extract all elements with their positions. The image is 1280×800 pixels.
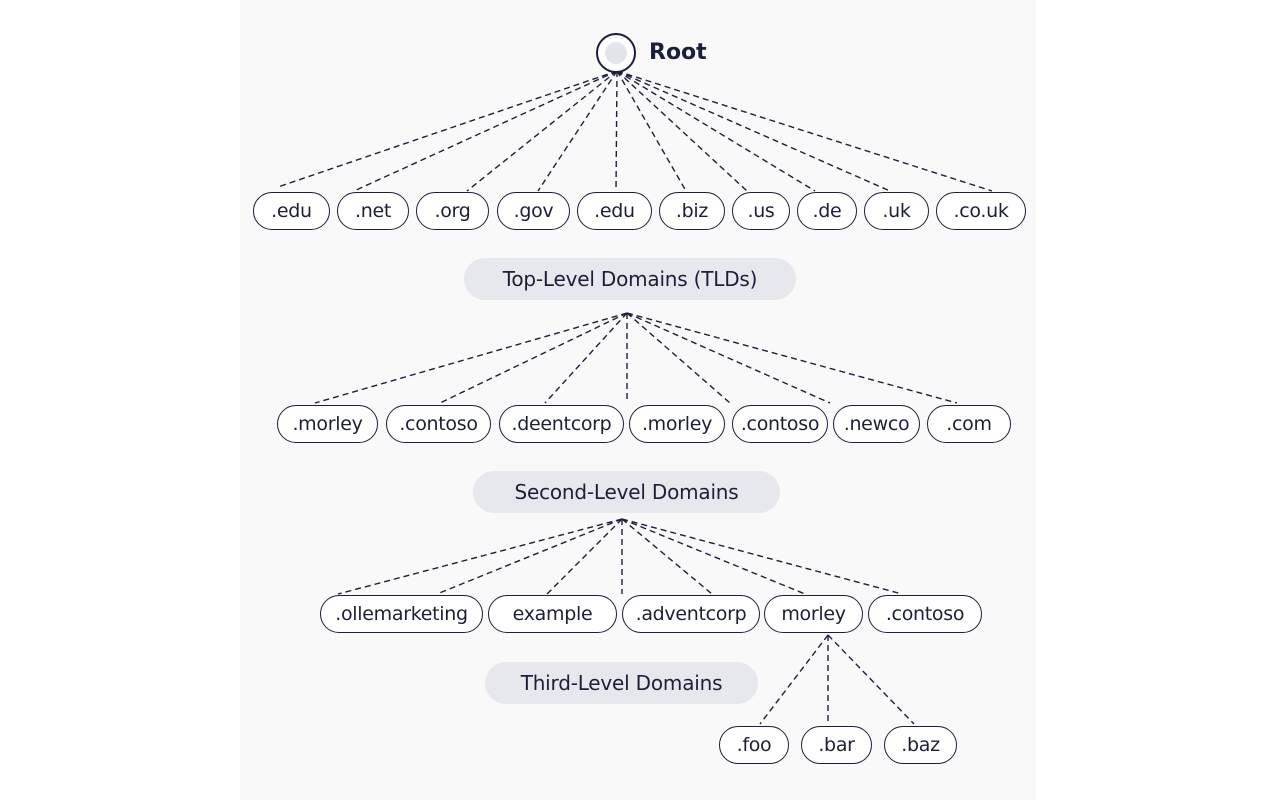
tld-to-sld-connector xyxy=(314,312,628,404)
sld-node: .newco xyxy=(833,405,920,443)
third-level-node: example xyxy=(488,595,617,633)
third-level-node: .ollemarketing xyxy=(320,595,483,633)
third-to-fourth-connector xyxy=(759,634,829,725)
fourth-level-node: .bar xyxy=(801,726,872,764)
tld-node: .co.uk xyxy=(936,192,1026,230)
root-node-icon-fill xyxy=(605,42,627,64)
root-to-tld-connector xyxy=(616,70,816,192)
tld-to-sld-connector xyxy=(626,312,831,404)
root-node-icon xyxy=(596,33,636,73)
sld-to-third-connector xyxy=(546,518,623,595)
root-to-tld-connector xyxy=(277,70,618,188)
third-level-node: .contoso xyxy=(868,595,982,633)
sld-node: .morley xyxy=(277,405,378,443)
root-to-tld-connector xyxy=(616,70,891,192)
sld-node: .deentcorp xyxy=(499,405,624,443)
sld-to-third-connector xyxy=(436,518,623,595)
sld-node: .contoso xyxy=(386,405,491,443)
sld-to-third-connector xyxy=(621,518,903,595)
tld-node: .biz xyxy=(659,192,725,230)
tld-node: .edu xyxy=(253,192,330,230)
root-to-tld-connector xyxy=(537,70,618,192)
third-level-node: morley xyxy=(764,595,863,633)
root-to-tld-connector xyxy=(616,70,687,192)
tld-to-sld-connector xyxy=(626,312,958,404)
root-to-tld-connector xyxy=(466,70,618,192)
sld-node: .contoso xyxy=(732,405,828,443)
third-to-fourth-connector xyxy=(827,634,915,725)
root-to-tld-connector xyxy=(615,70,618,192)
tld-node: .edu xyxy=(577,192,652,230)
fourth-level-node: .baz xyxy=(884,726,957,764)
tld-node: .uk xyxy=(864,192,929,230)
tld-node: .net xyxy=(337,192,409,230)
root-to-tld-connector xyxy=(616,70,748,192)
sld-level-label: Second-Level Domains xyxy=(473,471,780,513)
sld-node: .com xyxy=(927,405,1011,443)
tld-node: .us xyxy=(732,192,790,230)
sld-to-third-connector xyxy=(621,518,713,595)
root-to-tld-connector xyxy=(353,70,618,192)
tld-to-sld-connector xyxy=(626,312,731,404)
tld-node: .org xyxy=(416,192,489,230)
sld-to-third-connector xyxy=(337,518,623,595)
root-to-tld-connector xyxy=(616,70,993,192)
tld-level-label: Top-Level Domains (TLDs) xyxy=(464,258,796,300)
third-level-label: Third-Level Domains xyxy=(485,662,758,704)
tld-to-sld-connector xyxy=(439,312,628,404)
fourth-level-node: .foo xyxy=(719,726,789,764)
tld-to-sld-connector xyxy=(544,312,628,404)
tld-node: .gov xyxy=(497,192,570,230)
sld-to-third-connector xyxy=(621,518,806,595)
root-label: Root xyxy=(649,40,707,65)
sld-node: .morley xyxy=(629,405,725,443)
tld-node: .de xyxy=(797,192,857,230)
third-level-node: .adventcorp xyxy=(622,595,760,633)
